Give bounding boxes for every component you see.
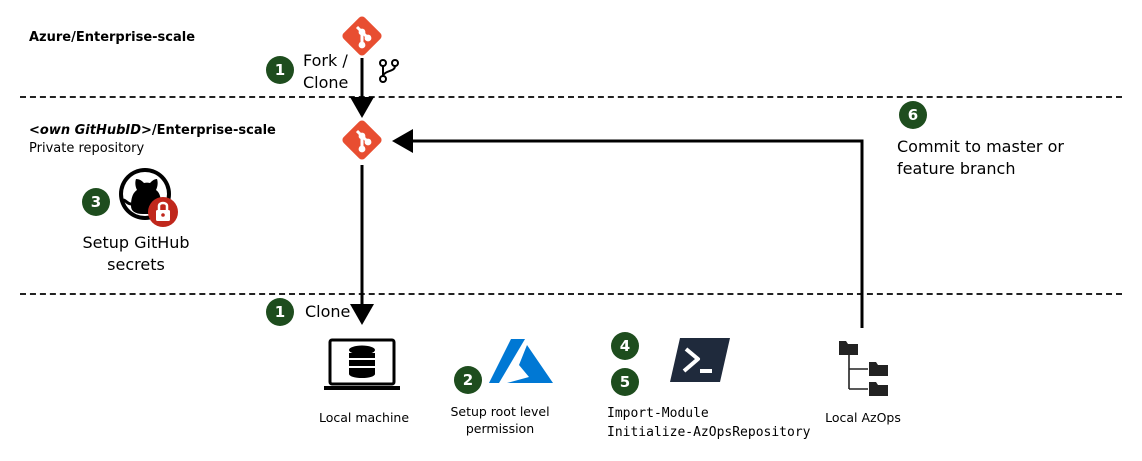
permission-label-line2: permission <box>465 421 535 436</box>
powershell-icon <box>670 338 730 382</box>
commit-label-line1: Commit to master or <box>897 137 1064 156</box>
step-badge-fork: 1 <box>266 56 294 84</box>
git-icon <box>342 16 382 56</box>
step-badge-initialize: 5 <box>611 368 639 396</box>
commit-label-line2: feature branch <box>897 159 1016 178</box>
import-module-command: Import-Module <box>607 406 709 421</box>
separator-top <box>20 96 1122 98</box>
permission-label-line1: Setup root level <box>450 404 550 419</box>
initialize-command: Initialize-AzOpsRepository <box>607 425 811 440</box>
local-azops-label: Local AzOps <box>825 410 901 425</box>
fork-label: Fork / Clone <box>303 50 348 94</box>
secrets-label-line2: secrets <box>107 255 165 274</box>
commit-label: Commit to master or feature branch <box>897 136 1064 180</box>
step-badge-clone: 1 <box>266 298 294 326</box>
step-badge-import: 4 <box>611 332 639 360</box>
upstream-repo-label: Azure/Enterprise-scale <box>29 30 196 45</box>
step-badge-commit: 6 <box>899 101 927 129</box>
step-badge-permission: 2 <box>454 366 482 394</box>
laptop-database-icon <box>324 338 400 390</box>
local-machine-label: Local machine <box>318 410 410 425</box>
git-icon <box>342 120 382 160</box>
secrets-label-line1: Setup GitHub <box>82 233 190 252</box>
github-lock-icon <box>119 168 178 227</box>
own-repo-suffix: /Enterprise-scale <box>151 123 276 138</box>
own-repo-prefix: <own GitHubID> <box>29 123 152 138</box>
own-repo-subtitle: Private repository <box>29 141 145 156</box>
azure-icon <box>489 339 553 383</box>
clone-label: Clone <box>305 302 351 321</box>
fork-label-line1: Fork / <box>303 51 348 70</box>
permission-label: Setup root level permission <box>430 403 570 437</box>
separator-bottom <box>20 293 1122 295</box>
fork-label-line2: Clone <box>303 73 349 92</box>
own-repo-label: <own GitHubID>/Enterprise-scale <box>29 123 276 138</box>
git-branch-icon <box>379 59 399 83</box>
folder-tree-icon <box>839 341 888 396</box>
step-badge-secrets: 3 <box>82 188 110 216</box>
commit-arrow <box>392 129 864 328</box>
secrets-label: Setup GitHub secrets <box>56 232 216 276</box>
